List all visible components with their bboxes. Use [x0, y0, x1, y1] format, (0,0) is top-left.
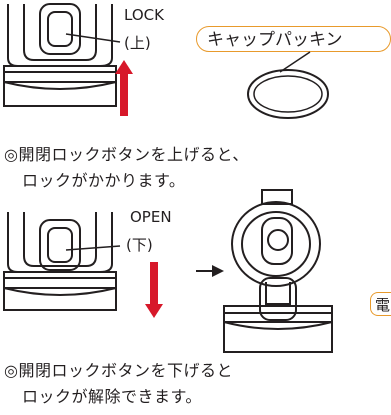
up-arrow-icon [115, 60, 133, 116]
open-label: OPEN [130, 208, 172, 226]
gasket-label: キャップパッキン [207, 30, 343, 50]
open-direction-label: (下) [126, 236, 153, 254]
lock-caption-line1: ◎開閉ロックボタンを上げると、 [4, 145, 249, 164]
gasket-callout: キャップパッキン [196, 26, 391, 52]
side-callout: 電 [370, 292, 391, 316]
open-caption-line2: ロックが解除できます。 [22, 387, 202, 406]
locked-cap-illustration [3, 3, 121, 107]
down-arrow-icon [145, 262, 163, 318]
unlocked-cap-illustration [3, 212, 121, 311]
gasket-leader-line [279, 51, 311, 73]
lock-direction-label: (上) [124, 34, 151, 52]
right-arrow-icon [196, 265, 224, 277]
lock-label: LOCK [124, 6, 164, 24]
open-lid-illustration [223, 189, 333, 353]
open-caption-line1: ◎開閉ロックボタンを下げると [4, 361, 233, 380]
gasket-ring [247, 69, 329, 119]
lock-caption-line2: ロックがかかります。 [22, 171, 186, 190]
side-callout-label: 電 [375, 296, 391, 314]
